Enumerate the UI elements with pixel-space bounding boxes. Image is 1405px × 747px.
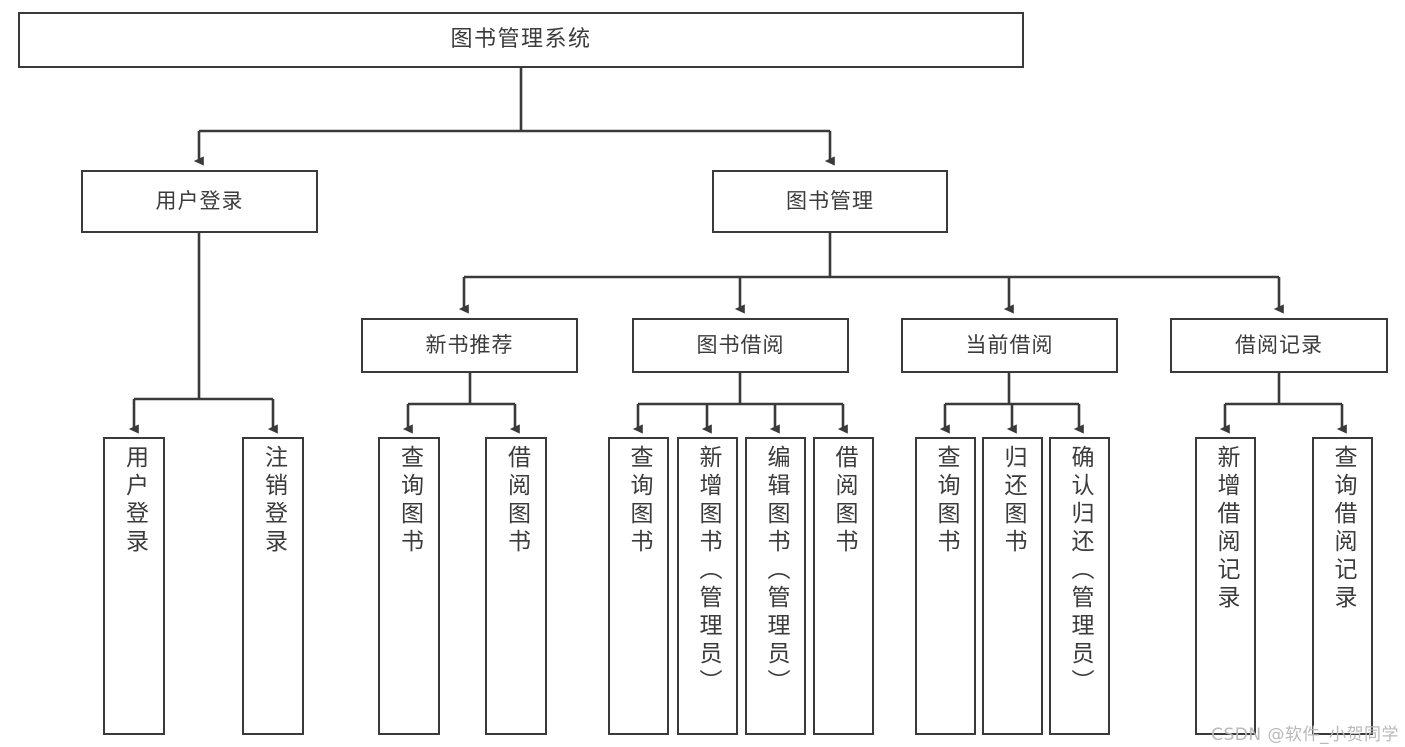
node-label: 新书推荐 — [425, 333, 514, 358]
node-label: 当前借阅 — [965, 333, 1054, 358]
leaf-user-logout[interactable]: 注销登录 — [242, 437, 304, 735]
leaf-query-book-3[interactable]: 查询图书 — [915, 437, 976, 735]
node-label: 用户登录 — [121, 445, 148, 557]
node-book-manage[interactable]: 图书管理 — [712, 170, 948, 233]
leaf-borrow-book-2[interactable]: 借阅图书 — [813, 437, 874, 735]
leaf-confirm-return[interactable]: 确认归还（管理员） — [1049, 437, 1110, 735]
csdn-watermark: CSDN @软件_小贺同学 — [1211, 725, 1399, 745]
node-label: 借阅记录 — [1235, 333, 1323, 358]
leaf-add-record[interactable]: 新增借阅记录 — [1195, 437, 1256, 735]
node-label: 确认归还（管理员） — [1067, 445, 1093, 697]
node-borrow-record[interactable]: 借阅记录 — [1170, 318, 1388, 373]
leaf-query-book-2[interactable]: 查询图书 — [608, 437, 669, 735]
leaf-add-book[interactable]: 新增图书（管理员） — [677, 437, 738, 735]
leaf-query-record[interactable]: 查询借阅记录 — [1312, 437, 1373, 735]
node-label: 借阅图书 — [503, 445, 530, 557]
node-label: 查询图书 — [396, 445, 423, 557]
node-label: 借阅图书 — [831, 445, 857, 557]
leaf-edit-book[interactable]: 编辑图书（管理员） — [745, 437, 806, 735]
node-book-borrow[interactable]: 图书借阅 — [632, 318, 849, 373]
leaf-query-book-1[interactable]: 查询图书 — [378, 437, 440, 735]
node-label: 查询图书 — [626, 445, 652, 557]
node-label: 查询借阅记录 — [1330, 445, 1356, 613]
node-label: 图书管理 — [786, 189, 874, 214]
leaf-return-book[interactable]: 归还图书 — [982, 437, 1043, 735]
node-label: 注销登录 — [260, 445, 287, 557]
node-label: 编辑图书（管理员） — [763, 445, 789, 697]
node-label: 图书管理系统 — [450, 27, 592, 53]
node-root-system[interactable]: 图书管理系统 — [18, 12, 1024, 68]
node-label: 查询图书 — [933, 445, 959, 557]
node-label: 用户登录 — [155, 189, 244, 214]
leaf-borrow-book-1[interactable]: 借阅图书 — [485, 437, 547, 735]
leaf-user-login[interactable]: 用户登录 — [103, 437, 165, 735]
node-current-borrow[interactable]: 当前借阅 — [901, 318, 1118, 373]
node-user-login[interactable]: 用户登录 — [81, 170, 318, 233]
node-label: 新增图书（管理员） — [695, 445, 721, 697]
node-new-book-rec[interactable]: 新书推荐 — [361, 318, 578, 373]
node-label: 新增借阅记录 — [1213, 445, 1239, 613]
node-label: 图书借阅 — [696, 333, 785, 358]
node-label: 归还图书 — [1000, 445, 1026, 557]
